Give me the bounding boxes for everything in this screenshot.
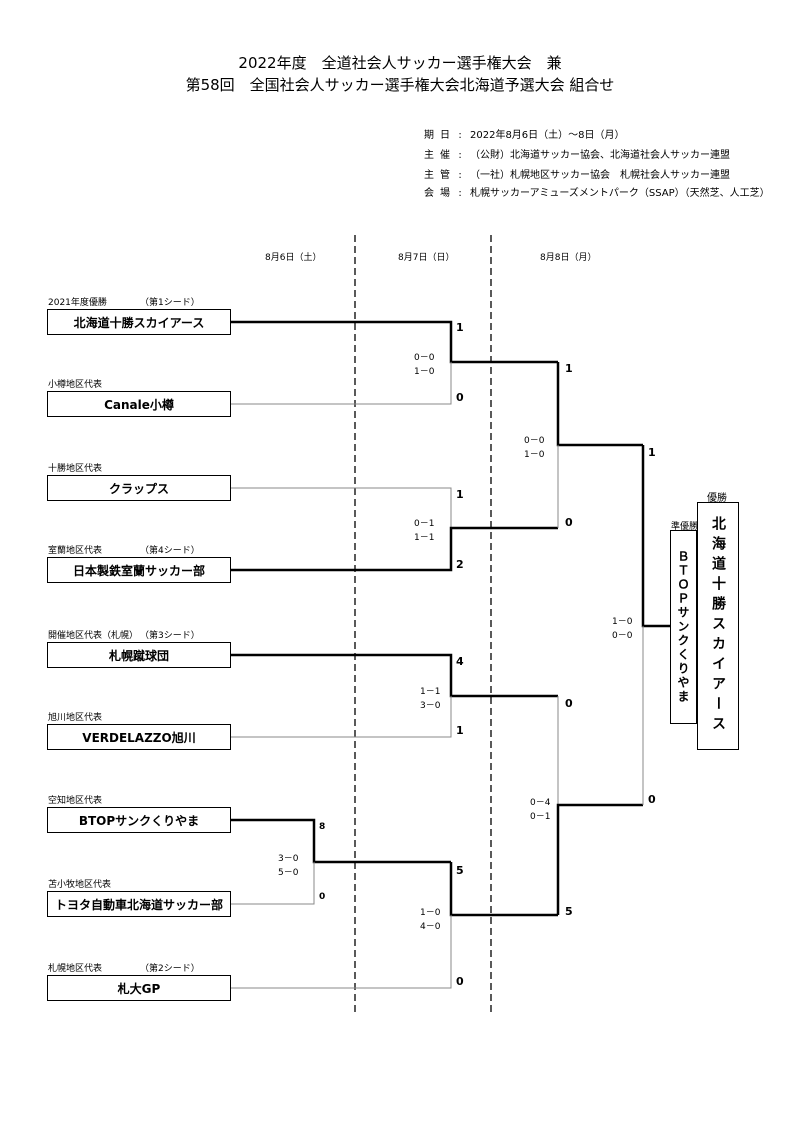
runner-up-box: ＢＴＯＰサンクくりやま bbox=[670, 530, 697, 724]
score-m2-bottom: 2 bbox=[456, 558, 464, 571]
team-9-name: 札大GP bbox=[47, 975, 231, 1001]
date-day2: 8月7日（日） bbox=[398, 253, 455, 263]
score-s1-half1: 0－0 bbox=[524, 436, 545, 446]
line-m3-loser bbox=[231, 696, 452, 738]
team-8-region: 苫小牧地区代表 bbox=[48, 880, 112, 890]
info-date: 期日:2022年8月6日（土）～8日（月） bbox=[424, 130, 625, 141]
score-m3-half2: 3－0 bbox=[420, 701, 441, 711]
score-m3-bottom: 1 bbox=[456, 724, 464, 737]
line-m2-loser bbox=[231, 487, 452, 528]
runner-up-name: ＢＴＯＰサンクくりやま bbox=[676, 550, 690, 704]
line-m2-winner bbox=[231, 526, 558, 572]
score-s2-half2: 0－1 bbox=[530, 812, 551, 822]
team-9-region: 札幌地区代表 bbox=[48, 964, 103, 974]
team-2-name: Canale小樽 bbox=[47, 391, 231, 417]
line-m4-winner bbox=[449, 862, 558, 917]
champion-name: 北海道十勝スカイアース bbox=[710, 516, 726, 736]
score-m3-half1: 1－1 bbox=[420, 687, 441, 697]
line-r0-winner bbox=[231, 818, 451, 864]
line-m1-loser bbox=[231, 362, 452, 405]
page-title-line2: 第58回 全国社会人サッカー選手権大会北海道予選大会 組合せ bbox=[185, 76, 615, 94]
page-title-line1: 2022年度 全道社会人サッカー選手権大会 兼 bbox=[238, 54, 562, 72]
date-day3: 8月8日（月） bbox=[540, 253, 597, 263]
line-s2-winner bbox=[556, 803, 643, 915]
score-m4-bottom: 0 bbox=[456, 975, 464, 988]
score-s1-half2: 1－0 bbox=[524, 450, 545, 460]
line-m1-winner bbox=[231, 320, 558, 364]
team-1-seed: （第1シード） bbox=[140, 298, 200, 308]
score-m4-half1: 1－0 bbox=[420, 908, 441, 918]
team-3-name: クラップス bbox=[47, 475, 231, 501]
team-7-name: BTOPサンクくりやま bbox=[47, 807, 231, 833]
team-3-region: 十勝地区代表 bbox=[48, 464, 103, 474]
team-6-name: VERDELAZZO旭川 bbox=[47, 724, 231, 750]
score-m4-top: 5 bbox=[456, 864, 464, 877]
team-1-name: 北海道十勝スカイアース bbox=[47, 309, 231, 335]
team-5-region: 開催地区代表（札幌） bbox=[48, 631, 139, 641]
score-m2-top: 1 bbox=[456, 488, 464, 501]
team-2-region: 小樽地区代表 bbox=[48, 380, 103, 390]
score-r0-bottom: 0 bbox=[319, 892, 326, 902]
score-m1-bottom: 0 bbox=[456, 391, 464, 404]
score-m2-half1: 0－1 bbox=[414, 519, 435, 529]
champion-box: 北海道十勝スカイアース bbox=[697, 502, 739, 750]
team-9-seed: （第2シード） bbox=[140, 964, 200, 974]
score-s2-top: 0 bbox=[565, 697, 573, 710]
score-m1-top: 1 bbox=[456, 321, 464, 334]
score-s2-half1: 0－4 bbox=[530, 798, 551, 808]
score-r0-half1: 3－0 bbox=[278, 854, 299, 864]
info-manager: 主管:（一社）札幌地区サッカー協会 札幌社会人サッカー連盟 bbox=[424, 170, 730, 181]
score-final-top: 1 bbox=[648, 446, 656, 459]
team-4-name: 日本製鉄室蘭サッカー部 bbox=[47, 557, 231, 583]
line-m3-winner bbox=[231, 653, 558, 698]
team-5-name: 札幌蹴球団 bbox=[47, 642, 231, 668]
team-7-region: 空知地区代表 bbox=[48, 796, 103, 806]
score-m1-half2: 1－0 bbox=[414, 367, 435, 377]
date-day1: 8月6日（土） bbox=[265, 253, 322, 263]
info-venue: 会場:札幌サッカーアミューズメントパーク（SSAP）（天然芝、人工芝） bbox=[424, 188, 770, 199]
team-8-name: トヨタ自動車北海道サッカー部 bbox=[47, 891, 231, 917]
line-m4-loser bbox=[231, 915, 452, 989]
score-r0-half2: 5－0 bbox=[278, 868, 299, 878]
score-s1-bottom: 0 bbox=[565, 516, 573, 529]
score-final-half2: 0－0 bbox=[612, 631, 633, 641]
team-4-seed: （第4シード） bbox=[140, 546, 200, 556]
score-m3-top: 4 bbox=[456, 655, 464, 668]
team-6-region: 旭川地区代表 bbox=[48, 713, 103, 723]
team-4-region: 室蘭地区代表 bbox=[48, 546, 103, 556]
score-final-half1: 1－0 bbox=[612, 617, 633, 627]
team-5-seed: （第3シード） bbox=[140, 631, 200, 641]
score-m4-half2: 4－0 bbox=[420, 922, 441, 932]
team-1-region: 2021年度優勝 bbox=[48, 298, 107, 308]
score-m1-half1: 0－0 bbox=[414, 353, 435, 363]
score-r0-top: 8 bbox=[319, 822, 326, 832]
line-r0-loser bbox=[231, 862, 315, 905]
score-s1-top: 1 bbox=[565, 362, 573, 375]
score-final-bottom: 0 bbox=[648, 793, 656, 806]
score-m2-half2: 1－1 bbox=[414, 533, 435, 543]
score-s2-bottom: 5 bbox=[565, 905, 573, 918]
champion-label: 優勝 bbox=[707, 493, 727, 504]
runner-up-label: 準優勝 bbox=[671, 522, 699, 532]
info-organizer: 主催:（公財）北海道サッカー協会、北海道社会人サッカー連盟 bbox=[424, 150, 730, 161]
